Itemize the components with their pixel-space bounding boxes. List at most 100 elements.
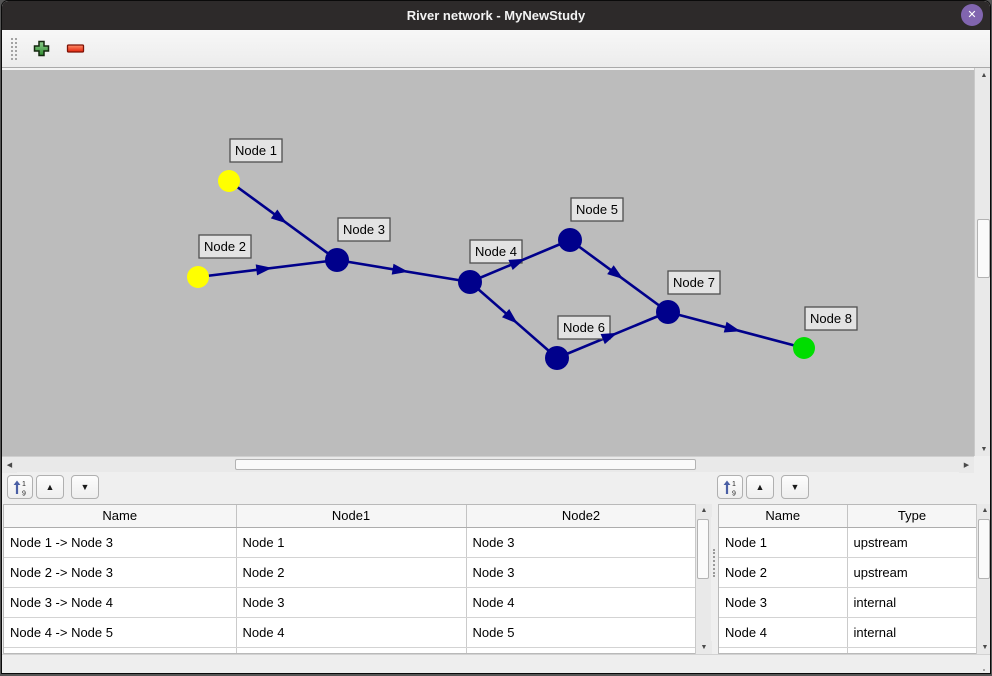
nodes-move-down-button[interactable]: ▼	[781, 475, 809, 499]
remove-button[interactable]	[60, 35, 90, 63]
table-cell[interactable]: Node 3	[466, 557, 695, 588]
node-label: Node 3	[337, 217, 391, 242]
table-cell[interactable]: Node 3	[466, 527, 695, 558]
node-label: Node 1	[229, 138, 283, 163]
table-cell[interactable]: Node 2	[236, 557, 467, 588]
table-cell[interactable]: Node 3	[719, 587, 848, 618]
column-header[interactable]: Name	[4, 505, 237, 528]
scroll-left-button[interactable]: ◀	[2, 457, 17, 473]
svg-text:Node 8: Node 8	[810, 311, 852, 326]
table-cell[interactable]: internal	[847, 587, 976, 618]
branches-sort-button[interactable]: 1 9	[7, 475, 33, 499]
table-cell[interactable]: Node 2	[719, 557, 848, 588]
window-title: River network - MyNewStudy	[406, 8, 586, 23]
table-cell[interactable]: Node 4 -> Node 5	[4, 617, 237, 648]
scroll-up-icon: ▲	[700, 507, 708, 514]
scroll-up-button[interactable]: ▲	[696, 504, 712, 517]
network-node[interactable]	[793, 337, 815, 359]
horizontal-scroll-thumb[interactable]	[235, 459, 696, 470]
nodes-sort-button[interactable]: 1 9	[717, 475, 743, 499]
toolbar-grip-handle[interactable]	[11, 37, 17, 60]
canvas-horizontal-scrollbar[interactable]: ◀ ▶	[2, 456, 974, 473]
scroll-up-button[interactable]: ▲	[975, 68, 990, 82]
scroll-up-button[interactable]: ▲	[977, 504, 990, 517]
scroll-up-icon: ▲	[981, 507, 989, 514]
table-cell[interactable]: Node 4	[236, 617, 467, 648]
node-label: Node 8	[804, 306, 858, 331]
network-node[interactable]	[458, 270, 482, 294]
scroll-down-button[interactable]: ▼	[977, 641, 990, 654]
resize-grip-icon[interactable]	[983, 669, 985, 671]
svg-text:1: 1	[22, 481, 26, 488]
table-cell[interactable]: Node 1 -> Node 3	[4, 527, 237, 558]
close-button[interactable]: ✕	[961, 4, 983, 26]
table-cell[interactable]: upstream	[847, 527, 976, 558]
panel-splitter-handle[interactable]	[713, 549, 715, 577]
down-arrow-icon: ▼	[80, 482, 90, 492]
network-node[interactable]	[187, 266, 209, 288]
branches-move-up-button[interactable]: ▲	[36, 475, 64, 499]
canvas-vertical-scrollbar[interactable]: ▲ ▼	[974, 68, 990, 456]
vertical-scroll-thumb[interactable]	[978, 519, 990, 579]
column-header[interactable]: Type	[847, 505, 976, 528]
table-cell[interactable]	[719, 647, 848, 653]
scroll-right-button[interactable]: ▶	[959, 457, 974, 473]
close-icon: ✕	[967, 8, 977, 21]
vertical-scroll-thumb[interactable]	[977, 219, 990, 278]
table-cell[interactable]: Node 2 -> Node 3	[4, 557, 237, 588]
table-cell[interactable]: Node 3 -> Node 4	[4, 587, 237, 618]
vertical-scroll-thumb[interactable]	[697, 519, 709, 579]
table-cell[interactable]: Node 1	[236, 527, 467, 558]
table-cell[interactable]: Node 4	[466, 587, 695, 618]
table-cell[interactable]: Node 5	[466, 617, 695, 648]
scroll-down-icon: ▼	[700, 644, 708, 651]
table-cell[interactable]	[4, 647, 237, 653]
node-label: Node 6	[557, 315, 611, 340]
table-cell[interactable]	[847, 647, 976, 653]
table-cell[interactable]: Node 3	[236, 587, 467, 618]
table-cell[interactable]	[466, 647, 695, 653]
network-node[interactable]	[656, 300, 680, 324]
flow-arrow-icon	[501, 308, 518, 324]
network-node[interactable]	[545, 346, 569, 370]
flow-arrow-icon	[600, 332, 618, 345]
column-header[interactable]: Node2	[466, 505, 695, 528]
nodes-move-up-button[interactable]: ▲	[746, 475, 774, 499]
table-cell[interactable]: Node 1	[719, 527, 848, 558]
table-row[interactable]	[719, 647, 976, 653]
column-header[interactable]: Name	[719, 505, 848, 528]
table-cell[interactable]: upstream	[847, 557, 976, 588]
branches-move-down-button[interactable]: ▼	[71, 475, 99, 499]
network-node[interactable]	[218, 170, 240, 192]
table-cell[interactable]	[236, 647, 467, 653]
scroll-down-button[interactable]: ▼	[696, 641, 712, 654]
table-cell[interactable]: Node 4	[719, 617, 848, 648]
network-node[interactable]	[558, 228, 582, 252]
add-button[interactable]	[26, 35, 56, 63]
titlebar[interactable]: River network - MyNewStudy ✕	[2, 1, 990, 30]
nodes-table-scrollbar[interactable]: ▲ ▼	[976, 504, 990, 654]
svg-text:9: 9	[732, 490, 736, 496]
svg-text:9: 9	[22, 490, 26, 496]
branches-table-scrollbar[interactable]: ▲ ▼	[695, 504, 712, 654]
network-node[interactable]	[325, 248, 349, 272]
table-cell[interactable]: internal	[847, 617, 976, 648]
scroll-down-button[interactable]: ▼	[975, 442, 990, 456]
table-row[interactable]	[4, 647, 695, 653]
column-header[interactable]: Node1	[236, 505, 467, 528]
